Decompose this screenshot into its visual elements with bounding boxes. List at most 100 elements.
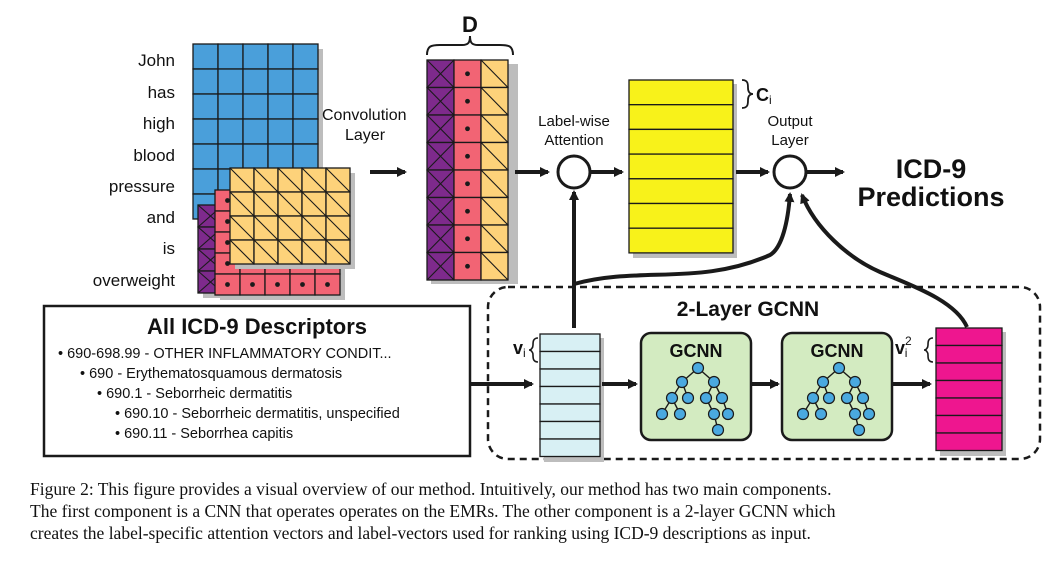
grid-cell	[539, 333, 601, 353]
vi2-brace	[923, 337, 934, 363]
grid-cell	[242, 143, 269, 170]
cell-mark	[253, 191, 279, 217]
cell-mark	[325, 167, 351, 193]
grid-cell	[539, 350, 601, 370]
convolution-label-2: Layer	[345, 127, 386, 144]
grid-cell	[539, 438, 601, 458]
grid-cell	[192, 118, 219, 145]
tree-node	[711, 423, 725, 437]
grid-cell	[217, 93, 244, 120]
cell-mark	[465, 126, 470, 132]
descriptor-item: • 690.10 - Seborrheic dermatitis, unspec…	[115, 406, 400, 422]
descriptor-item: • 690 - Erythematosquamous dermatosis	[80, 366, 342, 382]
tree-node	[681, 391, 695, 405]
tree-node	[721, 407, 735, 421]
cell-mark	[225, 240, 230, 245]
tree-node	[675, 375, 689, 389]
cell-mark	[426, 114, 455, 143]
cell-mark	[426, 197, 455, 226]
grid-cell	[192, 93, 219, 120]
grid-cell	[242, 118, 269, 145]
cell-mark	[229, 215, 255, 241]
cell-mark	[229, 191, 255, 217]
tree-node	[715, 391, 729, 405]
convolution-label: Convolution	[322, 107, 407, 124]
grid-cell	[267, 143, 294, 170]
vi2-matrix	[935, 327, 1006, 456]
tree-icon	[655, 361, 735, 437]
tree-node	[862, 407, 876, 421]
attention-label: Label-wise	[538, 113, 610, 130]
gcnn-region	[486, 285, 1042, 461]
grid-cell	[628, 178, 734, 205]
cell-mark	[426, 87, 455, 116]
descriptors-list: • 690-698.99 - OTHER INFLAMMATORY CONDIT…	[58, 346, 400, 442]
grid-cell	[242, 43, 269, 70]
cell-mark	[426, 224, 455, 253]
grid-cell	[192, 43, 219, 70]
descriptor-item: • 690-698.99 - OTHER INFLAMMATORY CONDIT…	[58, 346, 392, 362]
grid-cell	[192, 168, 219, 195]
arrow-vi2-to-output	[800, 193, 969, 328]
cell-mark	[480, 197, 509, 226]
grid-cell	[217, 43, 244, 70]
cell-mark	[229, 239, 255, 265]
grid-cell	[292, 68, 319, 95]
cell-mark	[229, 167, 255, 193]
cell-mark	[225, 198, 230, 203]
input-word: and	[147, 208, 175, 227]
ci-brace	[741, 79, 754, 109]
cell-mark	[465, 181, 470, 187]
d-matrix	[426, 59, 518, 284]
cell-mark	[301, 239, 327, 265]
tree-node	[848, 375, 862, 389]
caption-line: creates the label-specific attention vec…	[30, 523, 811, 543]
gcnn-title: 2-Layer GCNN	[677, 298, 819, 321]
tree-node	[673, 407, 687, 421]
cell-mark	[277, 167, 303, 193]
attention-node	[556, 154, 592, 190]
arrow-vi-to-output	[573, 192, 795, 286]
input-word: high	[143, 114, 175, 133]
grid-cell	[267, 93, 294, 120]
predictions-label: ICD-9	[896, 154, 967, 184]
tree-node	[707, 375, 721, 389]
tree-node	[816, 375, 830, 389]
cell-mark	[277, 215, 303, 241]
cell-mark	[465, 236, 470, 242]
grid-cell	[935, 362, 1003, 382]
cell-mark	[480, 142, 509, 171]
cell-mark	[253, 167, 279, 193]
grid-cell	[628, 79, 734, 106]
grid-cell	[192, 143, 219, 170]
gcnn-block-1-label: GCNN	[670, 341, 723, 361]
vi-brace	[528, 337, 539, 363]
ci-label: Ci	[756, 85, 772, 107]
cell-mark	[253, 215, 279, 241]
tree-node	[822, 391, 836, 405]
method-diagram: John has high blood pressure and is over…	[42, 12, 1042, 462]
d-brace	[426, 35, 514, 56]
tree-node	[840, 391, 854, 405]
cell-mark	[325, 191, 351, 217]
cell-mark	[480, 59, 509, 88]
input-word: is	[163, 239, 175, 258]
grid-cell	[935, 327, 1003, 347]
cell-mark	[275, 282, 280, 287]
tree-node	[796, 407, 810, 421]
cell-mark	[465, 263, 470, 269]
descriptors-title: All ICD-9 Descriptors	[147, 314, 367, 339]
descriptors-box	[42, 304, 472, 458]
grid-cell	[242, 68, 269, 95]
tree-node	[655, 407, 669, 421]
grid-cell	[539, 368, 601, 388]
cell-mark	[277, 239, 303, 265]
grid-cell	[628, 104, 734, 131]
grid-cell	[292, 93, 319, 120]
grid-cell	[217, 68, 244, 95]
d-label: D	[462, 12, 478, 37]
grid-cell	[935, 397, 1003, 417]
cell-mark	[325, 215, 351, 241]
cell-mark	[225, 282, 230, 287]
cell-mark	[301, 167, 327, 193]
